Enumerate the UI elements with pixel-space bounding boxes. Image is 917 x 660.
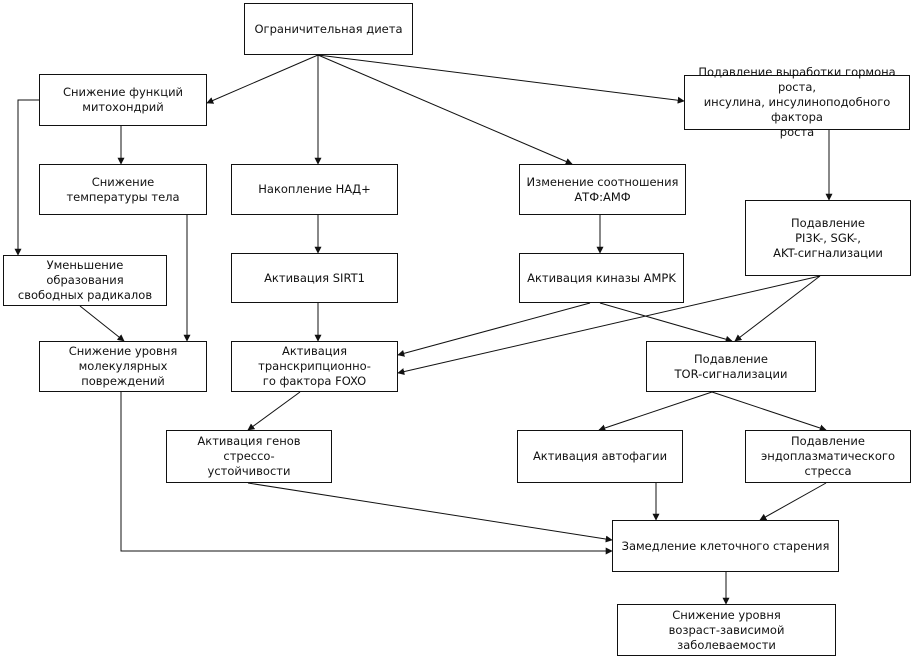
node-label: Активация SIRT1 (264, 270, 365, 285)
arrow-diet-atp (317, 54, 573, 165)
node-label: Замедление клеточного старения (621, 538, 830, 553)
node-restrictive-diet: Ограничительная диета (244, 3, 413, 55)
node-autophagy: Активация автофагии (517, 430, 683, 483)
arrow-mito-radicals (14, 99, 39, 256)
node-label: Снижение уровня возраст-зависимой заболе… (668, 607, 785, 652)
arrow-er-aging (759, 482, 827, 521)
arrow-diet-gh (317, 54, 685, 104)
arrow-tor-er (711, 391, 827, 432)
node-label: Изменение соотношения АТФ:АМФ (526, 174, 679, 204)
node-label: Подавление PI3K-, SGK-, AKT-сигнализации (773, 215, 883, 260)
node-growth-hormone: Подавление выработки гормона роста, инсу… (684, 65, 910, 139)
node-atp-amp: Изменение соотношения АТФ:АМФ (519, 164, 686, 215)
arrow-ampk-tor (599, 302, 733, 343)
node-nad: Накопление НАД+ (231, 164, 398, 215)
node-body-temperature: Снижение температуры тела (39, 164, 207, 215)
arrow-tor-autophagy (598, 391, 713, 432)
node-label: Подавление эндоплазматического стресса (761, 434, 895, 478)
node-label: Активация киназы AMPK (527, 270, 676, 285)
arrow-radicals-damage (79, 305, 125, 342)
arrow-pi3k-foxo (397, 275, 821, 375)
node-label: Подавление TOR-сигнализации (674, 351, 788, 381)
node-tor: Подавление TOR-сигнализации (646, 341, 816, 392)
node-er-stress: Подавление эндоплазматического стресса (745, 430, 911, 483)
node-label: Активация автофагии (532, 449, 668, 463)
node-foxo: Активация транскрипционно- го фактора FO… (231, 341, 398, 392)
node-label: Подавление выработки гормона роста, инсу… (698, 65, 896, 139)
arrow-ampk-foxo (397, 302, 591, 357)
node-label: Активация генов стрессо- устойчивости (197, 434, 301, 478)
node-label: Ограничительная диета (254, 21, 403, 36)
node-pi3k: Подавление PI3K-, SGK-, AKT-сигнализации (745, 200, 911, 276)
node-cellular-aging: Замедление клеточного старения (612, 520, 839, 572)
node-molecular-damage: Снижение уровня молекулярных повреждений (39, 341, 207, 392)
node-label: Уменьшение образования свободных радикал… (17, 258, 153, 302)
arrow-foxo-stress (247, 391, 301, 431)
arrow-damage-aging (120, 392, 613, 555)
node-label: Накопление НАД+ (258, 182, 371, 196)
node-label: Активация транскрипционно- го фактора FO… (258, 344, 371, 388)
node-ampk: Активация киназы AMPK (519, 253, 684, 303)
node-stress-genes: Активация генов стрессо- устойчивости (166, 430, 332, 483)
node-label: Снижение уровня молекулярных повреждений (68, 344, 178, 388)
node-label: Снижение температуры тела (66, 174, 180, 204)
node-free-radicals: Уменьшение образования свободных радикал… (3, 255, 167, 306)
node-sirt1: Активация SIRT1 (231, 253, 398, 303)
arrow-diet-mito (206, 54, 319, 104)
node-label: Снижение функций митохондрий (62, 85, 184, 114)
arrow-pi3k-tor (734, 275, 821, 342)
arrow-stress-aging (247, 482, 613, 543)
node-mitochondria: Снижение функций митохондрий (39, 74, 207, 126)
node-morbidity: Снижение уровня возраст-зависимой заболе… (617, 604, 836, 656)
